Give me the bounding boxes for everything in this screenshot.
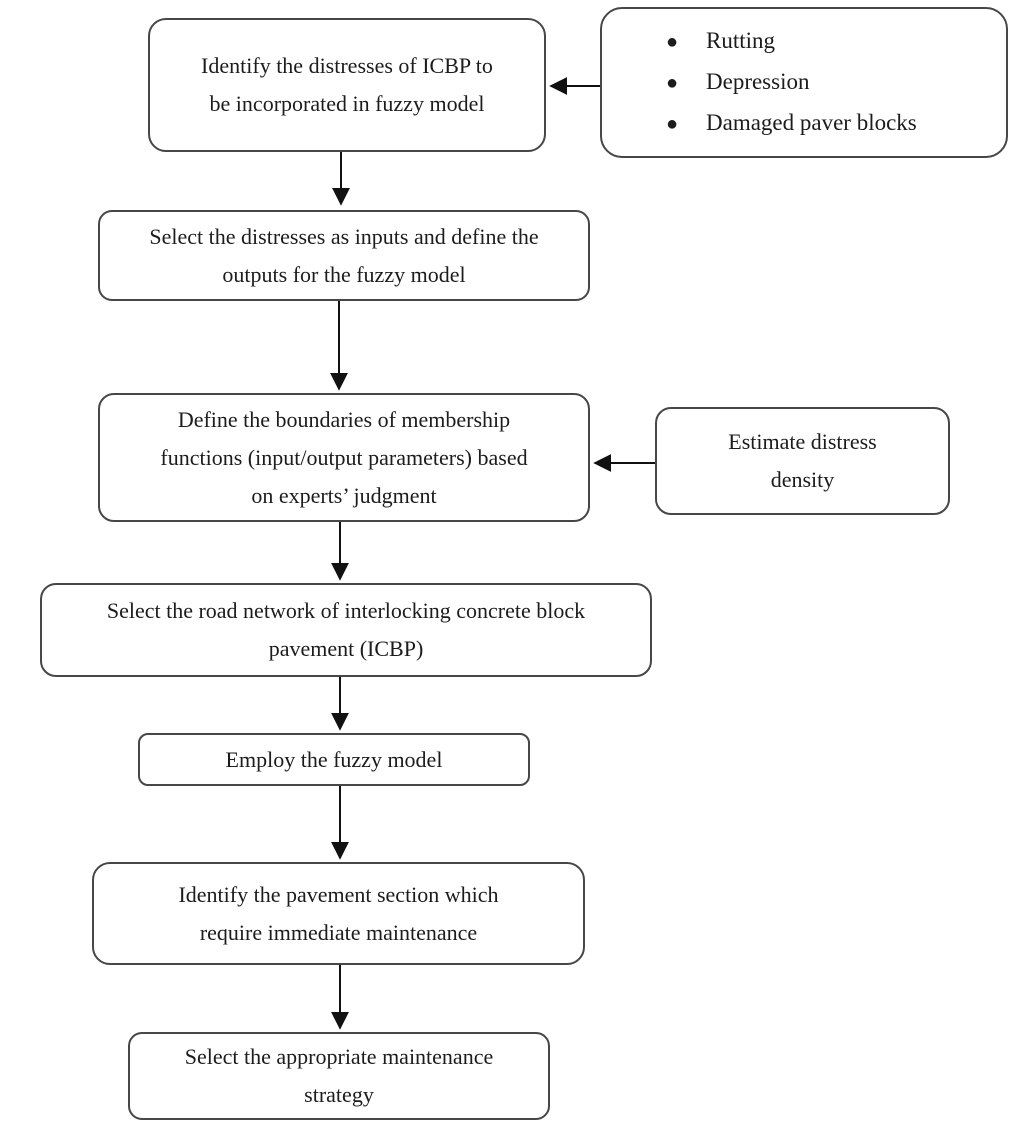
flow-step-select-road-network: Select the road network of interlocking …: [40, 583, 652, 677]
annotation-distress-types: ● Rutting ● Depression ● Damaged paver b…: [600, 7, 1008, 158]
flow-step-select-inputs-outputs: Select the distresses as inputs and defi…: [98, 210, 590, 301]
distress-type-list: ● Rutting ● Depression ● Damaged paver b…: [666, 21, 917, 144]
flow-step-identify-section: Identify the pavement section which requ…: [92, 862, 585, 965]
distress-type-label: Depression: [706, 69, 810, 94]
flow-step-employ-fuzzy-model: Employ the fuzzy model: [138, 733, 530, 786]
flow-step-label: Identify the distresses of ICBP to be in…: [201, 53, 493, 116]
flow-step-define-boundaries: Define the boundaries of membership func…: [98, 393, 590, 522]
distress-type-label: Rutting: [706, 28, 776, 53]
flow-step-label: Select the road network of interlocking …: [106, 598, 586, 661]
flow-step-identify-distresses: Identify the distresses of ICBP to be in…: [148, 18, 546, 152]
list-item: ● Depression: [666, 62, 917, 103]
flow-step-label: Employ the fuzzy model: [225, 746, 443, 772]
list-item: ● Damaged paver blocks: [666, 103, 917, 144]
bullet-icon: ●: [666, 31, 679, 53]
flow-step-label: Select the distresses as inputs and defi…: [149, 223, 539, 287]
bullet-icon: ●: [666, 72, 679, 94]
annotation-label: Estimate distress density: [728, 429, 877, 492]
flow-step-label: Identify the pavement section which requ…: [178, 881, 499, 945]
distress-type-label: Damaged paver blocks: [706, 110, 917, 135]
list-item: ● Rutting: [666, 21, 917, 62]
annotation-estimate-density: Estimate distress density: [655, 407, 950, 515]
flow-step-select-strategy: Select the appropriate maintenance strat…: [128, 1032, 550, 1120]
flow-step-label: Select the appropriate maintenance strat…: [184, 1044, 494, 1107]
bullet-icon: ●: [666, 113, 679, 135]
flow-step-label: Define the boundaries of membership func…: [160, 406, 528, 508]
